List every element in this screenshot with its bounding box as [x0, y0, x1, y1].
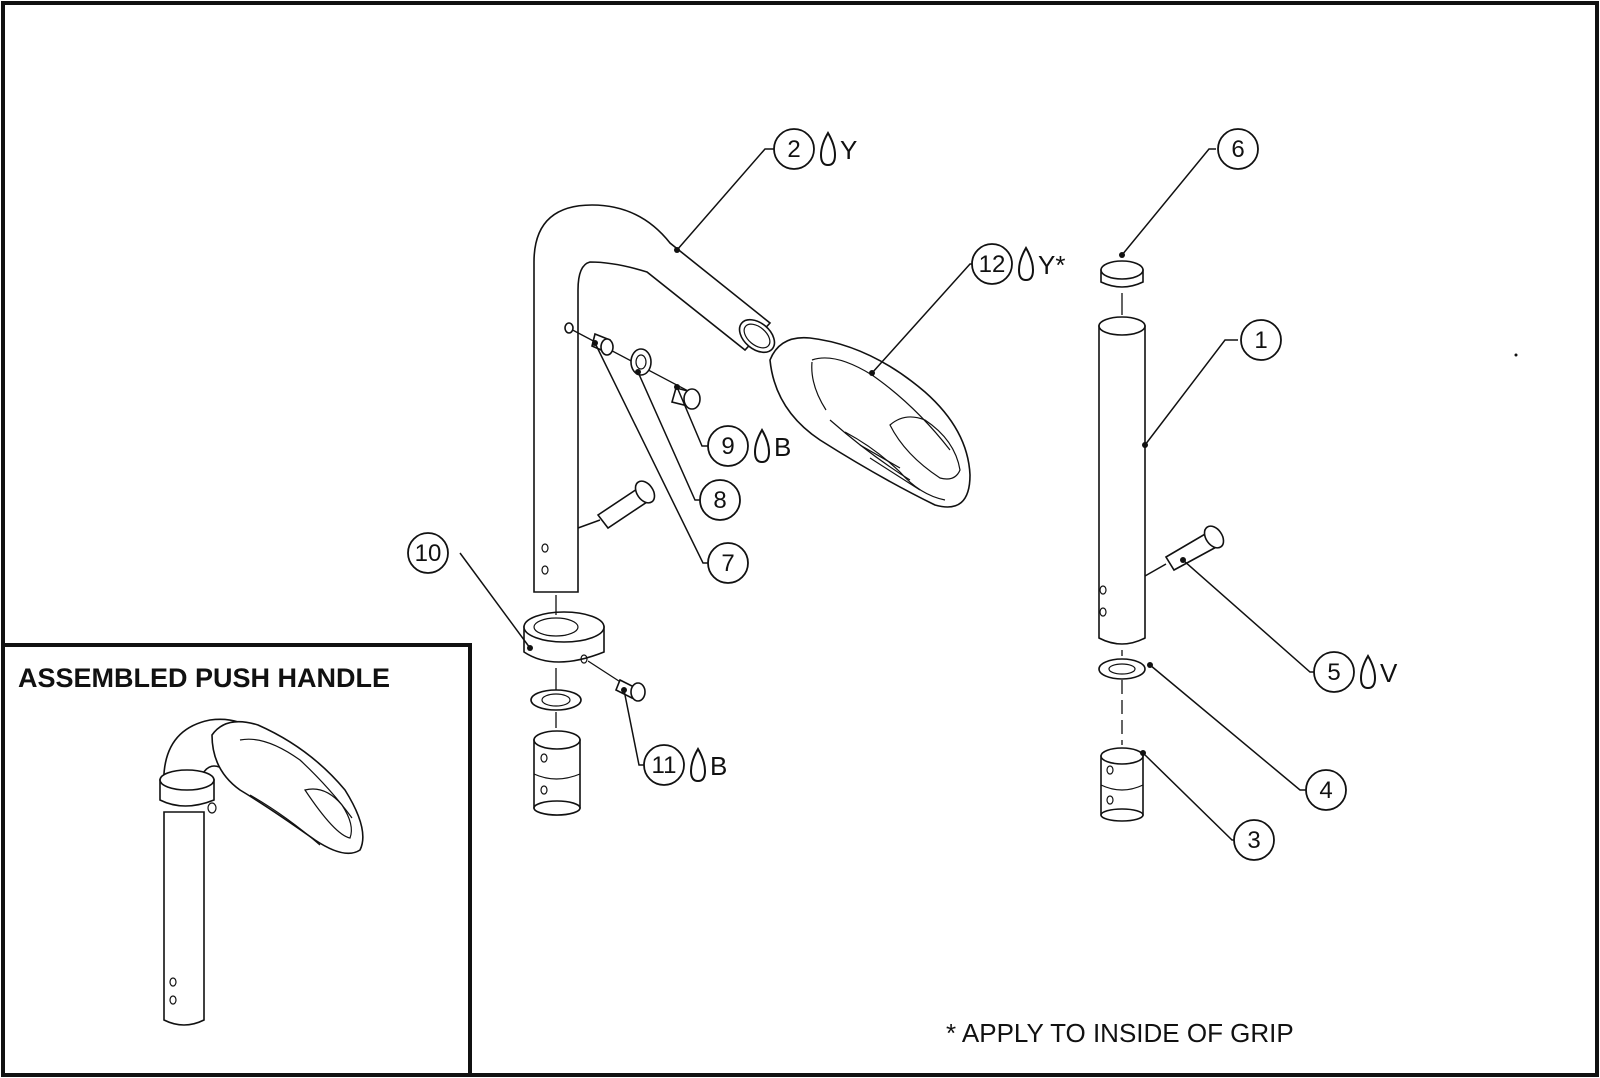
- callout-circle: [1217, 128, 1259, 170]
- callout-circle: [707, 542, 749, 584]
- callout-3: 3: [1233, 819, 1275, 861]
- callout-circle: [699, 479, 741, 521]
- drop-icon: [753, 428, 771, 464]
- grip-adhesive-note: * APPLY TO INSIDE OF GRIP: [946, 1018, 1294, 1048]
- inset-border: [1, 643, 472, 1077]
- drop-icon: [819, 131, 837, 167]
- callout-1: 1: [1240, 319, 1282, 361]
- callout-11: 11 B: [643, 744, 727, 786]
- callout-number: 1: [1254, 327, 1267, 354]
- drop-icon: [689, 747, 707, 783]
- callout-number: 2: [787, 136, 800, 163]
- callout-number: 11: [652, 752, 677, 779]
- drop-icon: [1359, 654, 1377, 690]
- callout-12: 12 Y*: [971, 243, 1065, 285]
- callout-circle: [971, 243, 1013, 285]
- adhesive-code: B: [710, 751, 727, 781]
- callout-circle: [407, 532, 449, 574]
- handle-tube-part: [533, 204, 776, 593]
- callout-number: 9: [721, 433, 734, 460]
- callout-6: 6: [1217, 128, 1259, 170]
- callout-number: 8: [713, 487, 726, 514]
- pin-part-right: [1144, 525, 1225, 577]
- adhesive-code: B: [774, 432, 791, 462]
- receiver-part-right: [1100, 747, 1144, 822]
- pin-part-left: [577, 480, 656, 530]
- collar-part: [523, 595, 605, 664]
- adhesive-code: V: [1380, 658, 1398, 688]
- callout-number: 3: [1247, 827, 1260, 854]
- callout-circle: [1313, 651, 1355, 693]
- callout-8: 8: [699, 479, 741, 521]
- drop-icon: [1017, 246, 1035, 282]
- callout-circle: [1305, 769, 1347, 811]
- grip-part: [769, 336, 971, 508]
- callout-circle: [643, 744, 685, 786]
- callout-number: 4: [1319, 777, 1332, 804]
- end-cap-part: [1100, 260, 1144, 315]
- callout-number: 7: [721, 550, 734, 577]
- assembled-handle-illustration: [159, 718, 364, 1026]
- collar-screw-part: [587, 660, 646, 702]
- callout-circle: [1240, 319, 1282, 361]
- callout-number: 5: [1327, 659, 1340, 686]
- receiver-part-left: [533, 730, 581, 816]
- washer-part-right: [1098, 650, 1146, 745]
- callout-circle: [707, 425, 749, 467]
- callout-circle: [1233, 819, 1275, 861]
- small-hardware-group: [564, 322, 701, 410]
- callout-4: 4: [1305, 769, 1347, 811]
- callout-circle: [773, 128, 815, 170]
- straight-tube-part: [1098, 316, 1146, 645]
- inset-title: ASSEMBLED PUSH HANDLE: [18, 663, 390, 693]
- callout-10: 10: [407, 532, 449, 574]
- callout-number: 6: [1231, 136, 1244, 163]
- callout-number: 10: [415, 540, 442, 567]
- adhesive-code: Y*: [1038, 250, 1065, 280]
- callout-7: 7: [707, 542, 749, 584]
- stray-dot: [1514, 353, 1518, 357]
- adhesive-code: Y: [840, 135, 857, 165]
- callout-number: 12: [979, 251, 1006, 278]
- washer-part-left: [530, 668, 582, 728]
